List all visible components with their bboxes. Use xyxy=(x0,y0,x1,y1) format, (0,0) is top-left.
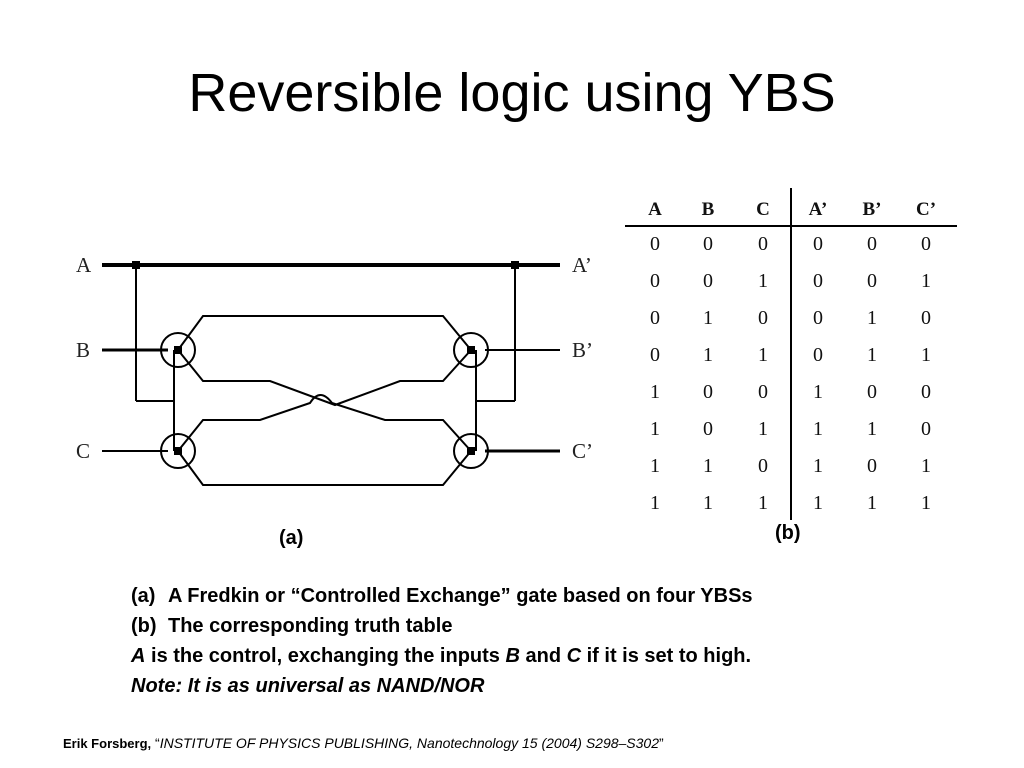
truth-table-cell: 1 xyxy=(813,381,823,403)
truth-table-header: A’ xyxy=(809,199,828,220)
truth-table-cell: 1 xyxy=(703,307,713,329)
truth-table-cell: 1 xyxy=(758,418,768,440)
truth-table-header: B xyxy=(702,199,715,220)
truth-table-header: A xyxy=(648,199,662,220)
truth-table-cell: 0 xyxy=(813,344,823,366)
input-b-variable: B xyxy=(505,645,520,667)
truth-table-cell: 1 xyxy=(867,307,877,329)
control-variable: A xyxy=(131,645,146,667)
item-b-label: (b) xyxy=(131,615,157,637)
truth-table-cell: 0 xyxy=(921,418,931,440)
circuit-caption: (a) xyxy=(279,527,304,549)
truth-table-cell: 0 xyxy=(703,233,713,255)
truth-table-cell: 1 xyxy=(650,455,660,477)
description-control: A is the control, exchanging the inputs … xyxy=(131,641,753,671)
truth-table-cell: 0 xyxy=(758,455,768,477)
truth-table-cell: 0 xyxy=(650,307,660,329)
truth-table-cell: 1 xyxy=(813,418,823,440)
truth-table-cell: 0 xyxy=(921,233,931,255)
truth-table-cell: 1 xyxy=(921,492,931,514)
truth-table-cell: 0 xyxy=(703,381,713,403)
truth-table-cell: 0 xyxy=(650,270,660,292)
truth-table-cell: 1 xyxy=(650,418,660,440)
truth-table-cell: 0 xyxy=(703,270,713,292)
truth-table-cell: 0 xyxy=(867,455,877,477)
and-text: and xyxy=(519,645,567,667)
truth-table-cell: 0 xyxy=(650,344,660,366)
description-item-a: (a) A Fredkin or “Controlled Exchange” ga… xyxy=(131,581,753,611)
note-text: Note: It is as universal as NAND/NOR xyxy=(131,675,485,697)
truth-table-cell: 0 xyxy=(921,307,931,329)
output-label-b: B’ xyxy=(572,338,593,362)
truth-table-cell: 0 xyxy=(758,233,768,255)
output-label-a: A’ xyxy=(572,253,592,277)
item-a-text: A Fredkin or “Controlled Exchange” gate … xyxy=(168,585,753,607)
truth-table-cell: 0 xyxy=(758,307,768,329)
truth-table-cell: 1 xyxy=(921,455,931,477)
slide-title: Reversible logic using YBS xyxy=(188,63,836,123)
truth-table-caption: (b) xyxy=(775,522,801,544)
truth-table-cell: 1 xyxy=(703,455,713,477)
input-c-variable: C xyxy=(566,645,582,667)
description-item-b: (b) The corresponding truth table xyxy=(131,611,753,641)
control-text-1: is the control, exchanging the inputs xyxy=(145,645,506,667)
truth-table-cell: 1 xyxy=(650,381,660,403)
description: (a) A Fredkin or “Controlled Exchange” ga… xyxy=(131,581,753,701)
truth-table-cell: 0 xyxy=(867,381,877,403)
citation-author: Erik Forsberg, xyxy=(63,736,152,751)
citation: Erik Forsberg, “INSTITUTE OF PHYSICS PUB… xyxy=(63,735,664,751)
truth-table: A B C A’ B’ C’ 0 0 0 0 0 0 0 0 1 0 0 1 0 1 0 0 1 0 0 1 1 0 1 1 1 0 0 1 0 0 1… xyxy=(625,188,957,520)
truth-table-cell: 0 xyxy=(867,270,877,292)
truth-table-cell: 1 xyxy=(703,344,713,366)
output-label-c: C’ xyxy=(572,439,593,463)
truth-table-cell: 1 xyxy=(758,270,768,292)
truth-table-cell: 1 xyxy=(650,492,660,514)
truth-table-cell: 1 xyxy=(813,492,823,514)
item-b-text: The corresponding truth table xyxy=(168,615,453,637)
truth-table-header: C’ xyxy=(916,199,936,220)
truth-table-cell: 0 xyxy=(650,233,660,255)
truth-table-cell: 1 xyxy=(703,492,713,514)
truth-table-cell: 0 xyxy=(703,418,713,440)
input-label-a: A xyxy=(76,253,92,277)
truth-table-cell: 1 xyxy=(867,492,877,514)
truth-table-cell: 0 xyxy=(758,381,768,403)
input-label-b: B xyxy=(76,338,90,362)
truth-table-header: C xyxy=(756,199,770,220)
description-note: Note: It is as universal as NAND/NOR xyxy=(131,671,753,701)
input-label-c: C xyxy=(76,439,90,463)
truth-table-cell: 0 xyxy=(921,381,931,403)
citation-open-quote: “ xyxy=(151,735,160,751)
truth-table-cell: 1 xyxy=(758,344,768,366)
truth-table-cell: 1 xyxy=(758,492,768,514)
citation-source: INSTITUTE OF PHYSICS PUBLISHING, Nanotec… xyxy=(159,735,660,751)
truth-table-cell: 1 xyxy=(813,455,823,477)
truth-table-header: B’ xyxy=(863,199,882,220)
citation-close-quote: ” xyxy=(659,735,664,751)
truth-table-cell: 1 xyxy=(921,270,931,292)
item-a-label: (a) xyxy=(131,585,156,607)
truth-table-cell: 0 xyxy=(813,307,823,329)
fredkin-gate-diagram: A B C A’ B’ C’ xyxy=(76,253,593,486)
truth-table-cell: 0 xyxy=(813,233,823,255)
truth-table-cell: 0 xyxy=(813,270,823,292)
truth-table-cell: 1 xyxy=(921,344,931,366)
truth-table-cell: 1 xyxy=(867,418,877,440)
truth-table-cell: 0 xyxy=(867,233,877,255)
control-text-2: if it is set to high. xyxy=(581,645,752,667)
truth-table-cell: 1 xyxy=(867,344,877,366)
